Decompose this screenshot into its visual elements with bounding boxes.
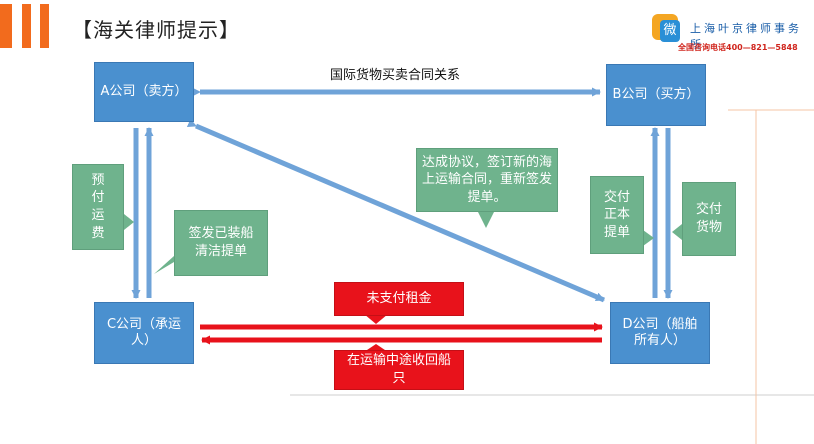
callout-unpaid-rent: 未支付租金 bbox=[334, 282, 464, 316]
node-company-b-label: B公司（买方） bbox=[612, 86, 700, 102]
relation-label-ab: 国际货物买卖合同关系 bbox=[329, 68, 460, 83]
callout-deliver-docs-text: 交付正本提单 bbox=[603, 189, 630, 240]
firm-name: 上海叶京律师事务所 bbox=[690, 22, 802, 51]
callout-agreement: 达成协议，签订新的海上运输合同，重新签发提单。 bbox=[416, 148, 558, 212]
callout-bill-text: 签发已装船清洁提单 bbox=[188, 226, 254, 259]
callout-deliver-goods: 交付货物 bbox=[682, 182, 736, 256]
node-company-d-label: D公司（船舶所有人） bbox=[622, 316, 698, 348]
node-company-c: C公司（承运人） bbox=[94, 302, 194, 364]
callout-recall-ship-text: 在运输中途收回船只 bbox=[346, 353, 451, 386]
logo-badge-char: 微 bbox=[660, 20, 680, 42]
callout-deliver-docs: 交付正本提单 bbox=[590, 176, 644, 254]
arrow-a-d bbox=[186, 118, 605, 303]
callout-deliver-goods-text: 交付货物 bbox=[695, 202, 722, 235]
callout-tail-deliver-goods bbox=[672, 224, 682, 240]
header-stripe-1 bbox=[0, 4, 12, 48]
node-company-d: D公司（船舶所有人） bbox=[610, 302, 710, 364]
node-company-b: B公司（买方） bbox=[606, 64, 706, 126]
callout-tail-prepay bbox=[124, 214, 134, 230]
callout-bill-issued: 签发已装船清洁提单 bbox=[174, 210, 268, 276]
callout-prepay-freight: 预付运费 bbox=[72, 164, 124, 250]
header-stripe-2 bbox=[22, 4, 31, 48]
node-company-a: A公司（卖方） bbox=[94, 62, 194, 122]
callout-prepay-text: 预付运费 bbox=[91, 172, 105, 241]
header-stripe-3 bbox=[40, 4, 49, 48]
callout-unpaid-rent-text: 未支付租金 bbox=[366, 291, 432, 307]
page-title: 【海关律师提示】 bbox=[72, 18, 240, 42]
callout-tail-deliver-docs bbox=[643, 230, 654, 246]
firm-hotline: 全国咨询电话400—821—5848 bbox=[678, 43, 798, 52]
node-company-c-label: C公司（承运人） bbox=[106, 316, 182, 348]
callout-tail-bill bbox=[154, 256, 174, 274]
firm-logo-icon: 微 bbox=[652, 14, 680, 42]
callout-recall-ship: 在运输中途收回船只 bbox=[334, 350, 464, 390]
callout-agreement-text: 达成协议，签订新的海上运输合同，重新签发提单。 bbox=[421, 154, 552, 205]
callout-tail-agreement bbox=[478, 212, 494, 228]
node-company-a-label: A公司（卖方） bbox=[100, 83, 188, 99]
callout-tail-unpaid-rent bbox=[364, 314, 388, 324]
